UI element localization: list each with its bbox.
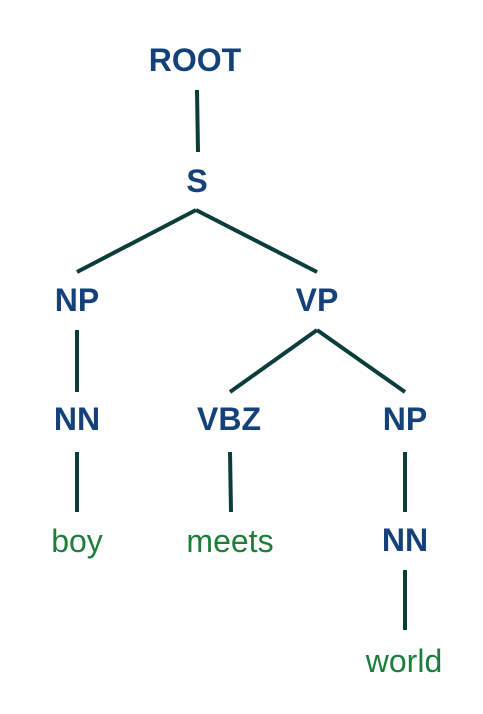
tree-nodes: ROOT S NP VP NN VBZ NP boy meets NN worl… <box>51 42 442 679</box>
word-boy: boy <box>51 523 103 559</box>
node-nn-object: NN <box>382 522 428 558</box>
edge-s-np <box>76 208 197 274</box>
node-np-object: NP <box>383 401 427 437</box>
edge-root-s <box>195 89 200 153</box>
node-vp: VP <box>296 282 339 318</box>
edge-vp-vbz <box>228 328 319 394</box>
edge-vp-np <box>315 328 407 394</box>
word-meets: meets <box>186 523 273 559</box>
node-root: ROOT <box>149 42 242 78</box>
node-vbz: VBZ <box>197 401 261 437</box>
tree-edges <box>75 89 407 630</box>
node-nn: NN <box>54 401 100 437</box>
node-np: NP <box>55 282 99 318</box>
edge-vbz-meets <box>228 451 233 513</box>
node-s: S <box>186 163 207 199</box>
word-world: world <box>365 643 442 679</box>
edge-s-vp <box>195 208 318 274</box>
